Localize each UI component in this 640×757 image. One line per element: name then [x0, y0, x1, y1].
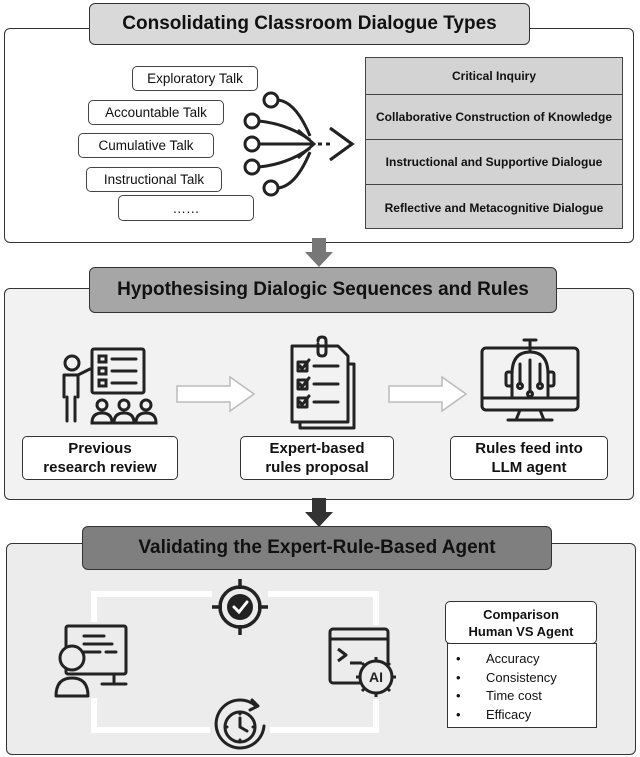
- ai-window-icon: AI: [326, 625, 404, 699]
- comparison-item-accuracy: •Accuracy: [456, 651, 540, 666]
- comparison-title: Comparison Human VS Agent: [445, 601, 597, 644]
- merge-arrow-icon: [243, 91, 355, 197]
- step-expert-rules: Expert-based rules proposal: [240, 436, 394, 480]
- section1-title: Consolidating Classroom Dialogue Types: [89, 3, 530, 45]
- comparison-item-consistency: •Consistency: [456, 669, 557, 685]
- comparison-list: •Accuracy •Consistency •Time cost •Effic…: [447, 643, 597, 728]
- down-arrow-1: [305, 238, 333, 267]
- dialogue-type-cumulative: Cumulative Talk: [78, 133, 214, 158]
- target-check-icon: [212, 579, 268, 635]
- stopwatch-icon: [210, 694, 270, 754]
- comparison-item-time-cost: •Time cost: [456, 688, 542, 703]
- person-computer-icon: [54, 622, 134, 698]
- dialogue-type-instructional: Instructional Talk: [86, 167, 222, 192]
- ai-head-monitor-icon: [480, 338, 580, 422]
- right-arrow-outline-1: [176, 375, 256, 413]
- right-arrow-outline-2: [388, 375, 468, 413]
- step-llm-agent: Rules feed into LLM agent: [450, 436, 608, 480]
- category-instructional-supportive: Instructional and Supportive Dialogue: [366, 140, 622, 185]
- section2-title: Hypothesising Dialogic Sequences and Rul…: [89, 267, 557, 313]
- dialogue-type-ellipsis: ……: [118, 195, 254, 221]
- down-arrow-2: [305, 498, 333, 527]
- checklist-icon: [290, 335, 356, 430]
- dialogue-type-exploratory: Exploratory Talk: [132, 66, 258, 91]
- section3-title: Validating the Expert-Rule-Based Agent: [82, 526, 552, 570]
- dialogue-type-accountable: Accountable Talk: [88, 100, 224, 125]
- ai-label: AI: [369, 669, 383, 685]
- dialogue-categories-table: Critical Inquiry Collaborative Construct…: [365, 57, 623, 229]
- step-previous-research: Previous research review: [22, 436, 178, 480]
- comparison-item-efficacy: •Efficacy: [456, 706, 532, 722]
- category-reflective-metacognitive: Reflective and Metacognitive Dialogue: [384, 200, 604, 215]
- category-critical-inquiry: Critical Inquiry: [366, 58, 622, 95]
- presentation-icon: [62, 347, 158, 425]
- category-collaborative-construction: Collaborative Construction of Knowledge: [366, 95, 622, 140]
